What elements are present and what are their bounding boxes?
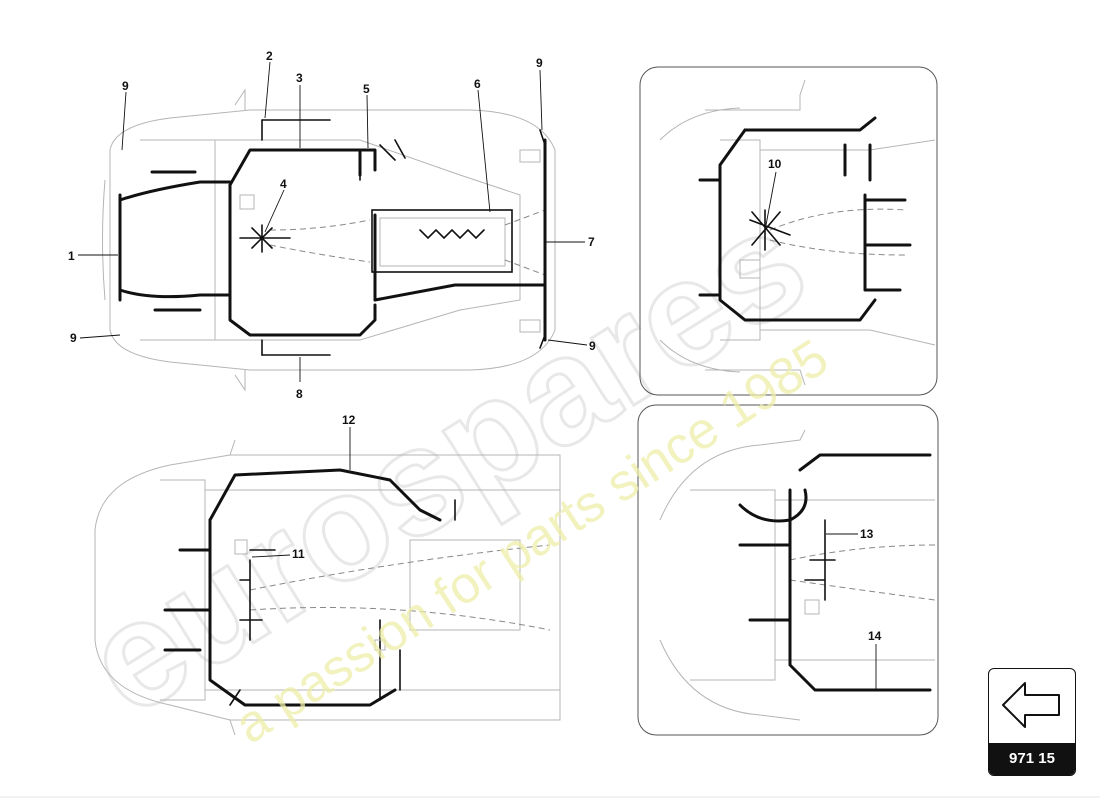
callout-9-rear-bottom: 9 — [589, 339, 596, 353]
back-arrow-icon — [1002, 682, 1060, 728]
callout-14: 14 — [868, 629, 882, 643]
watermark-brand: eurospares — [58, 176, 833, 747]
callout-12: 12 — [342, 413, 356, 427]
watermark: eurospares — [56, 175, 834, 749]
callout-2: 2 — [266, 49, 273, 63]
callout-4: 4 — [280, 177, 287, 191]
callout-5: 5 — [363, 82, 370, 96]
callouts: 1 2 3 4 5 6 7 8 9 9 9 9 10 11 12 13 14 — [68, 49, 882, 643]
panel-detail-10 — [639, 66, 938, 396]
callout-3: 3 — [296, 71, 303, 85]
callout-1: 1 — [68, 249, 75, 263]
callout-9-front-top: 9 — [122, 79, 129, 93]
callout-11: 11 — [292, 547, 305, 561]
leader-lines — [78, 61, 877, 690]
panel-harness-13-14 — [637, 404, 939, 736]
callout-8: 8 — [296, 387, 303, 401]
page-code: 971 15 — [989, 743, 1075, 775]
callout-9-rear-top: 9 — [536, 56, 543, 70]
panel-harness-11-12 — [94, 439, 561, 736]
callout-9-front-bottom: 9 — [70, 331, 77, 345]
back-navigation-button[interactable]: 971 15 — [988, 668, 1076, 776]
panel-main-harness — [102, 88, 556, 392]
callout-13: 13 — [860, 527, 874, 541]
callout-7: 7 — [588, 235, 595, 249]
callout-6: 6 — [474, 77, 481, 91]
callout-10: 10 — [768, 157, 782, 171]
